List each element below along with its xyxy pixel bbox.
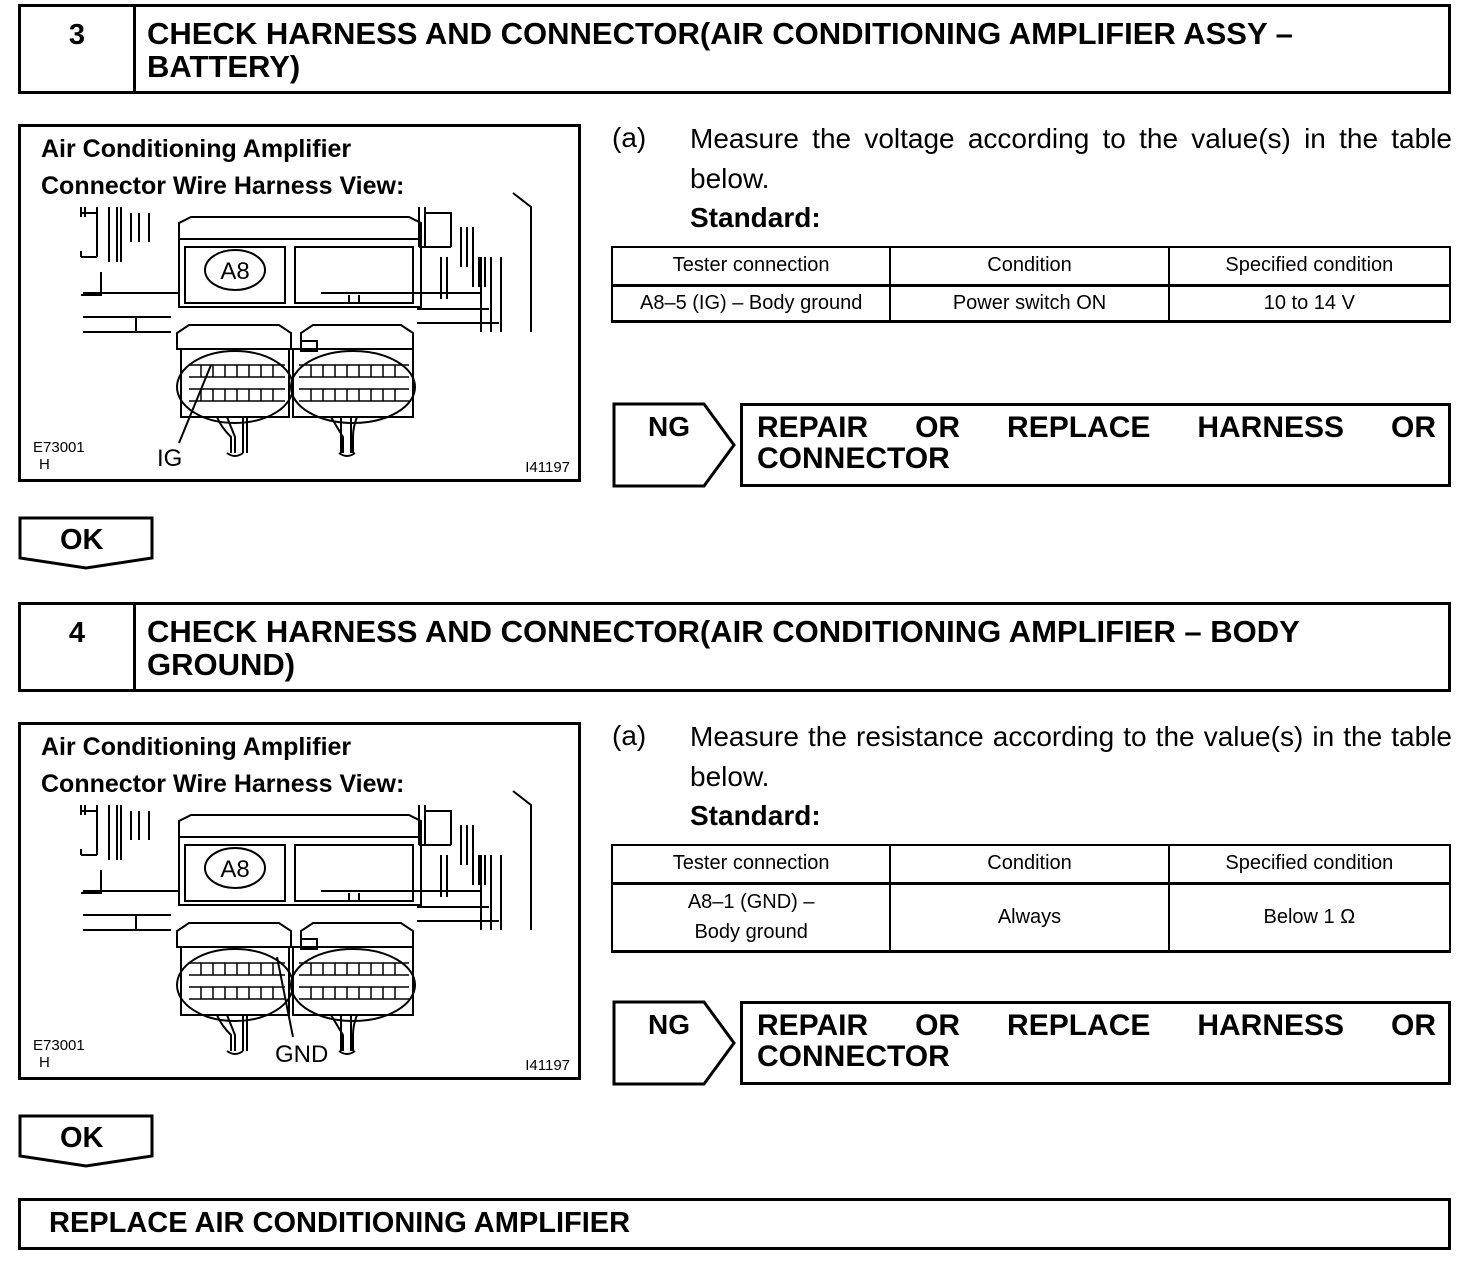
step-3-figure: Air Conditioning Amplifier Connector Wir… xyxy=(18,124,581,482)
ok-label: OK xyxy=(60,524,104,556)
table-header: Specified condition xyxy=(1167,246,1452,287)
table-cell: Always xyxy=(889,882,1170,953)
instruction-text: Measure the resistance according to the … xyxy=(690,721,1452,792)
standard-label: Standard: xyxy=(690,800,821,831)
ng-label: NG xyxy=(648,411,690,442)
connector-label: A8 xyxy=(220,258,249,285)
table-cell: A8–1 (GND) – Body ground xyxy=(610,882,892,953)
figure-code-left: E73001 H xyxy=(33,439,85,473)
connector-diagram: A8 xyxy=(80,192,532,457)
step-3-header: 3 CHECK HARNESS AND CONNECTOR(AIR CONDIT… xyxy=(18,4,1451,94)
ok-arrow xyxy=(18,516,154,570)
figure-title-line2: Connector Wire Harness View: xyxy=(41,770,405,798)
step-title: CHECK HARNESS AND CONNECTOR(AIR CONDITIO… xyxy=(147,614,1300,682)
pin-label: GND xyxy=(275,1041,329,1068)
table-header: Condition xyxy=(889,844,1170,885)
repair-action-box: REPAIR OR REPLACE HARNESS OR CONNECTOR xyxy=(740,1001,1451,1085)
ok-label: OK xyxy=(60,1122,104,1154)
final-action-text: REPLACE AIR CONDITIONING AMPLIFIER xyxy=(49,1207,631,1239)
spec-table: Tester connection Condition Specified co… xyxy=(610,844,1452,953)
step-4-header: 4 CHECK HARNESS AND CONNECTOR(AIR CONDIT… xyxy=(18,602,1451,692)
figure-code-right: I41197 xyxy=(525,1057,570,1074)
ng-label: NG xyxy=(648,1009,690,1040)
ng-arrow xyxy=(612,1000,736,1086)
step-number: 3 xyxy=(21,7,136,91)
step-4-figure: Air Conditioning Amplifier Connector Wir… xyxy=(18,722,581,1080)
connector-diagram: A8 xyxy=(80,790,532,1055)
figure-title: Air Conditioning Amplifier Connector Wir… xyxy=(41,131,481,205)
figure-code-left: E73001 H xyxy=(33,1037,85,1071)
figure-title: Air Conditioning Amplifier Connector Wir… xyxy=(41,729,481,803)
table-row: A8–5 (IG) – Body ground Power switch ON … xyxy=(610,284,1452,323)
step-number: 4 xyxy=(21,605,136,689)
step-title: CHECK HARNESS AND CONNECTOR(AIR CONDITIO… xyxy=(147,16,1293,84)
table-header: Tester connection xyxy=(610,246,892,287)
table-header: Tester connection xyxy=(610,844,892,885)
instruction-label: (a) xyxy=(612,122,647,153)
spec-table: Tester connection Condition Specified co… xyxy=(610,246,1452,323)
repair-action-box: REPAIR OR REPLACE HARNESS OR CONNECTOR xyxy=(740,403,1451,487)
final-action-box: REPLACE AIR CONDITIONING AMPLIFIER xyxy=(18,1198,1451,1250)
table-cell: 10 to 14 V xyxy=(1167,284,1452,323)
figure-title-line1: Air Conditioning Amplifier xyxy=(41,135,352,163)
figure-title-line2: Connector Wire Harness View: xyxy=(41,172,405,200)
repair-action-text: REPAIR OR REPLACE HARNESS OR CONNECTOR xyxy=(757,411,1436,475)
table-header: Specified condition xyxy=(1167,844,1452,885)
figure-code-right: I41197 xyxy=(525,459,570,476)
table-row: A8–1 (GND) – Body ground Always Below 1 … xyxy=(610,882,1452,953)
table-cell: Power switch ON xyxy=(889,284,1170,323)
ng-arrow xyxy=(612,402,736,488)
pin-label: IG xyxy=(157,445,183,472)
standard-label: Standard: xyxy=(690,202,821,233)
ok-arrow xyxy=(18,1114,154,1168)
table-cell: Below 1 Ω xyxy=(1167,882,1452,953)
table-header: Condition xyxy=(889,246,1170,287)
connector-label: A8 xyxy=(220,856,249,883)
figure-title-line1: Air Conditioning Amplifier xyxy=(41,733,352,761)
repair-action-text: REPAIR OR REPLACE HARNESS OR CONNECTOR xyxy=(757,1009,1436,1073)
instruction-text: Measure the voltage according to the val… xyxy=(690,123,1452,194)
table-cell: A8–5 (IG) – Body ground xyxy=(610,284,892,323)
instruction-label: (a) xyxy=(612,720,647,751)
